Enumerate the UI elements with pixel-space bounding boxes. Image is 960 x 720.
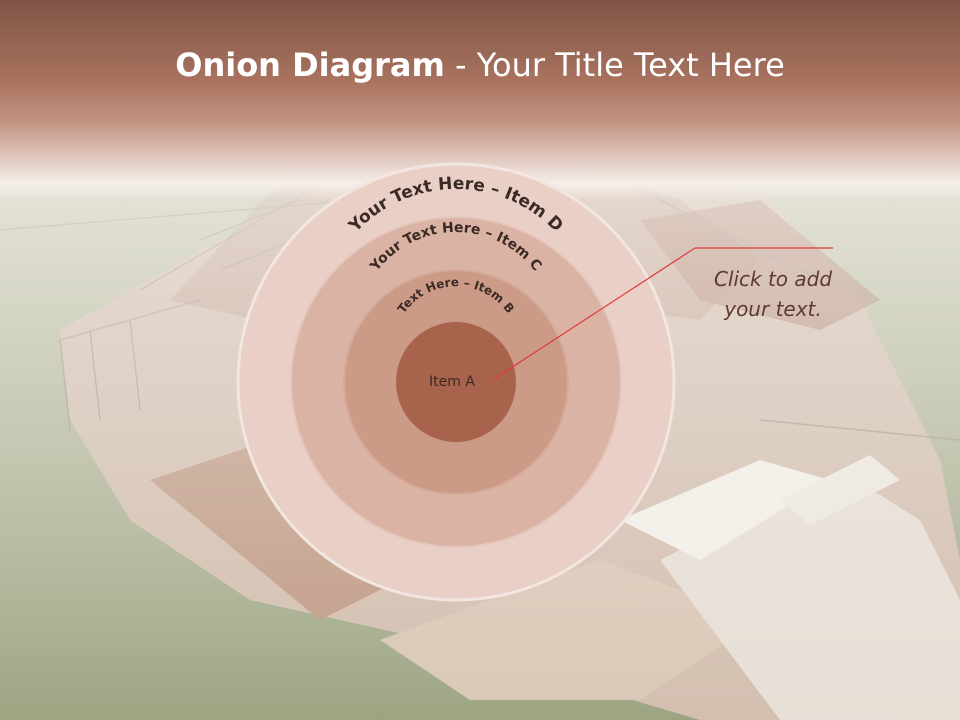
callout-text-placeholder[interactable]: Click to add your text.: [713, 267, 833, 321]
slide-title[interactable]: Onion Diagram - Your Title Text Here: [0, 46, 960, 84]
title-bold: Onion Diagram: [175, 46, 445, 84]
label-item-a: Item A: [429, 374, 475, 390]
callout-connector: [493, 247, 833, 380]
callout-leader-line: [493, 247, 696, 380]
ring-item-a[interactable]: [396, 322, 516, 442]
title-rest: - Your Title Text Here: [444, 46, 785, 84]
